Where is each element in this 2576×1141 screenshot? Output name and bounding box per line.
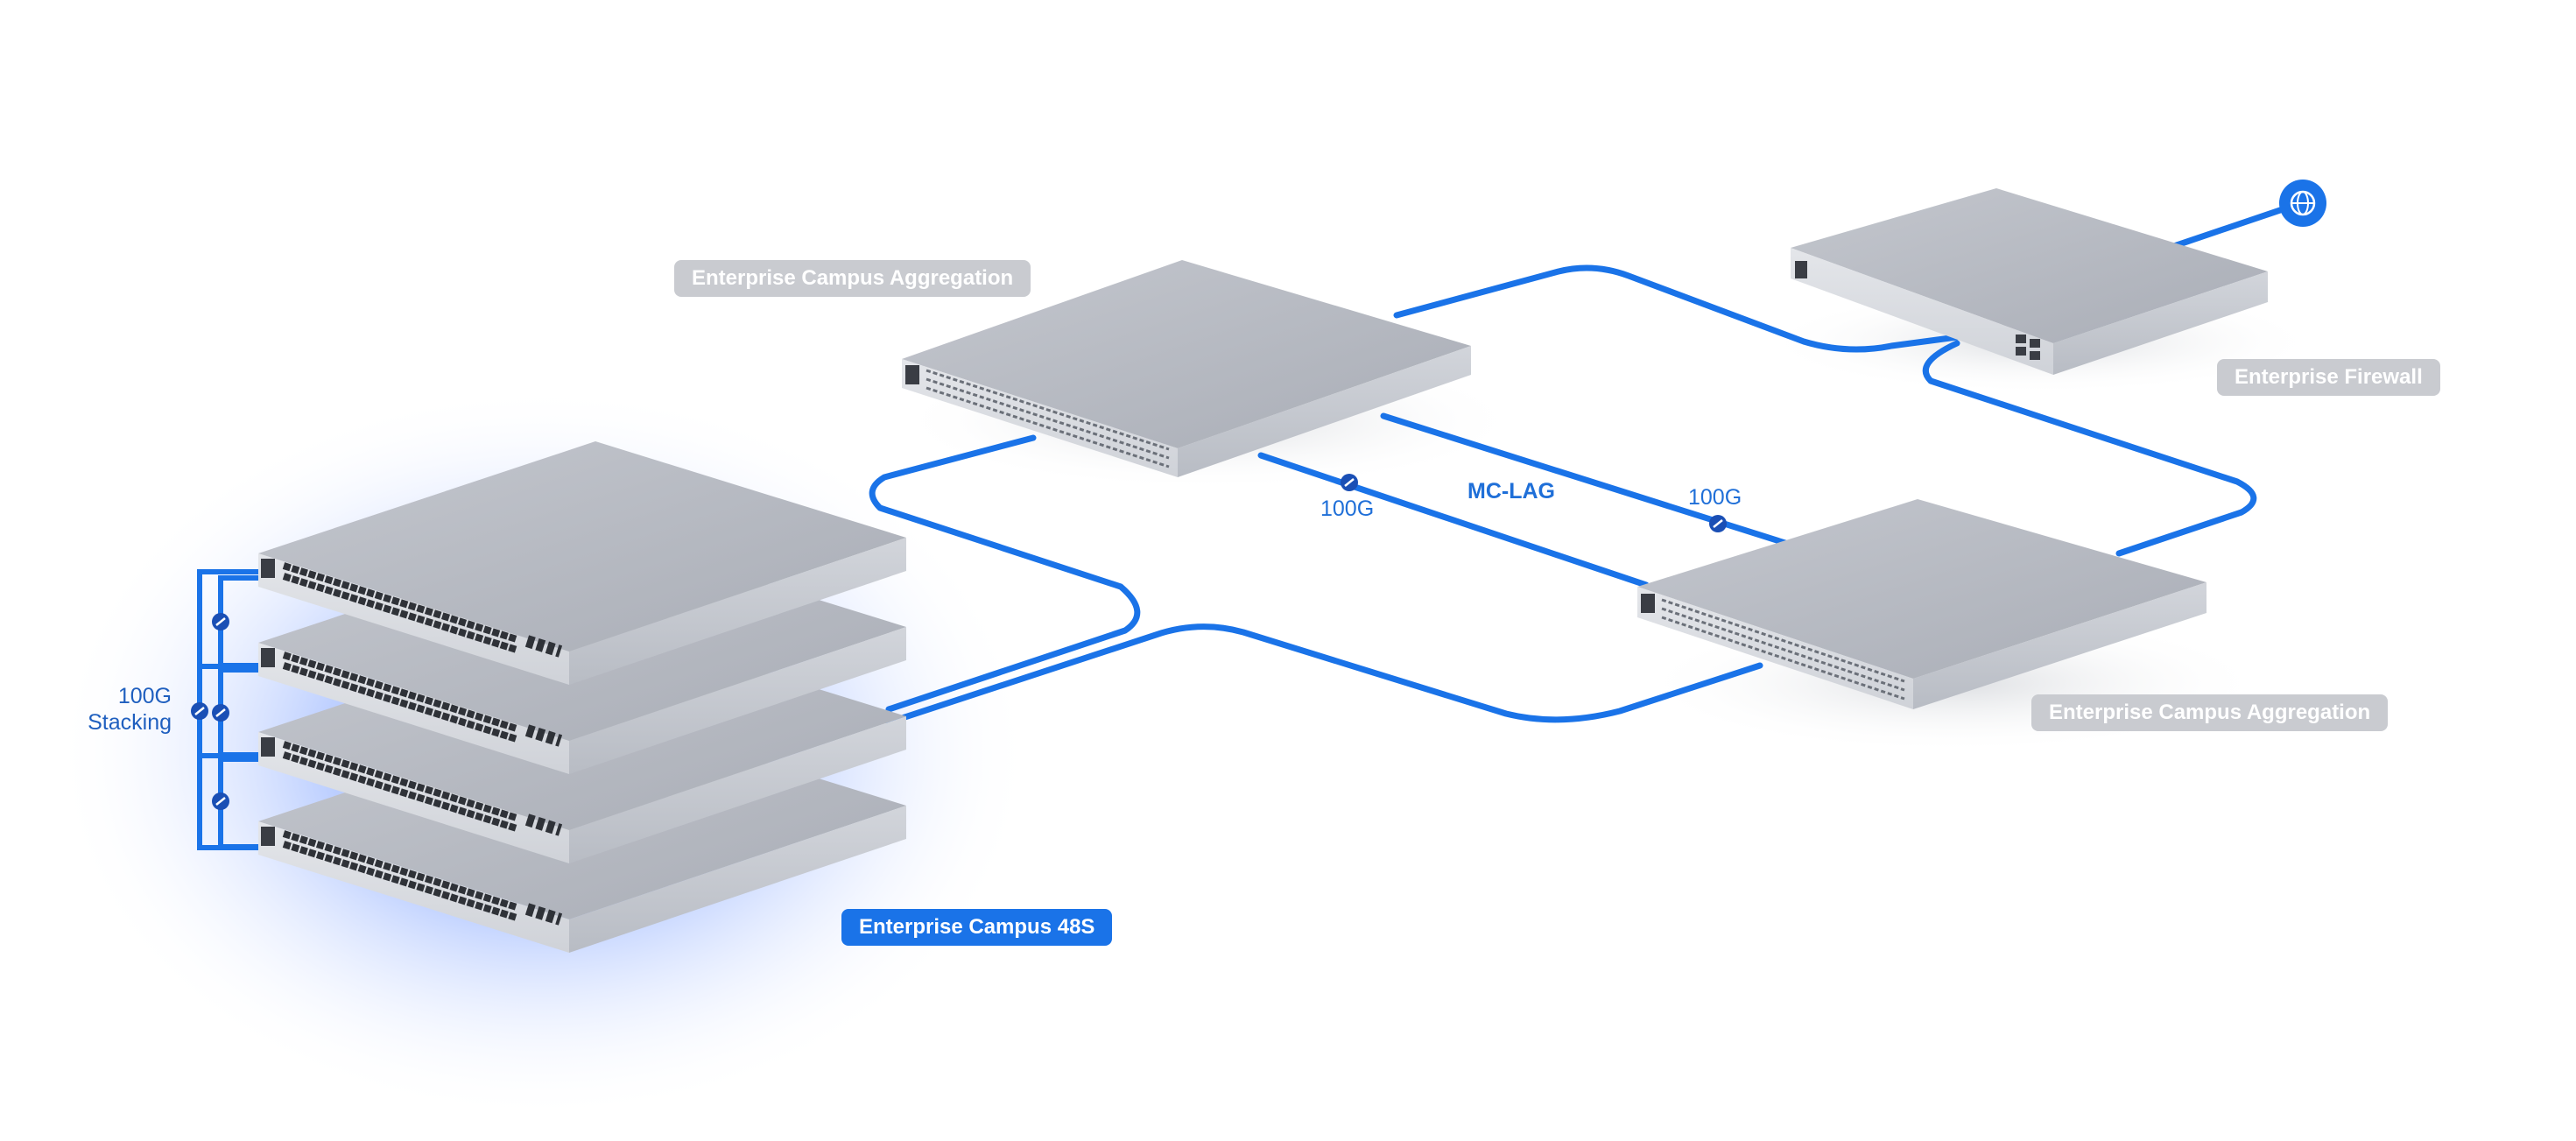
label-campus-48s: Enterprise Campus 48S bbox=[841, 909, 1113, 946]
label-enterprise-firewall: Enterprise Firewall bbox=[2217, 359, 2440, 396]
sfp-port-rows bbox=[926, 369, 1170, 468]
mclag-link-right bbox=[1380, 412, 1794, 548]
firewall-ports bbox=[2016, 335, 2040, 360]
link-agg-top-to-firewall bbox=[1393, 264, 1960, 353]
link-marker-left bbox=[1341, 474, 1358, 491]
label-campus-aggregation-top: Enterprise Campus Aggregation bbox=[674, 260, 1031, 297]
enterprise-firewall-device bbox=[1791, 188, 2268, 375]
link-speed-right: 100G bbox=[1688, 485, 1742, 510]
link-marker-right bbox=[1709, 515, 1727, 532]
stacking-text: Stacking bbox=[88, 710, 172, 735]
mclag-link-left bbox=[1257, 452, 1650, 588]
stacking-label: 100G Stacking bbox=[49, 683, 172, 736]
connections bbox=[869, 205, 2289, 726]
link-stack-to-agg-bottom bbox=[885, 623, 1763, 726]
link-speed-left: 100G bbox=[1320, 497, 1375, 521]
mc-lag-label: MC-LAG bbox=[1467, 479, 1555, 504]
stacking-markers bbox=[191, 613, 229, 810]
campus-48s-switch-unit bbox=[258, 441, 906, 685]
campus-aggregation-bottom-switch bbox=[1637, 499, 2206, 709]
campus-48s-stack bbox=[258, 441, 906, 953]
link-firewall-to-agg-bottom bbox=[1922, 340, 2257, 557]
label-campus-aggregation-bottom: Enterprise Campus Aggregation bbox=[2031, 694, 2389, 731]
campus-aggregation-top-switch bbox=[902, 260, 1471, 477]
link-agg-top-to-stack bbox=[869, 434, 1141, 713]
globe-icon bbox=[2279, 180, 2326, 227]
stacking-speed: 100G bbox=[117, 684, 172, 708]
sfp-port-rows bbox=[1661, 598, 1905, 701]
link-firewall-to-internet bbox=[2168, 205, 2289, 250]
